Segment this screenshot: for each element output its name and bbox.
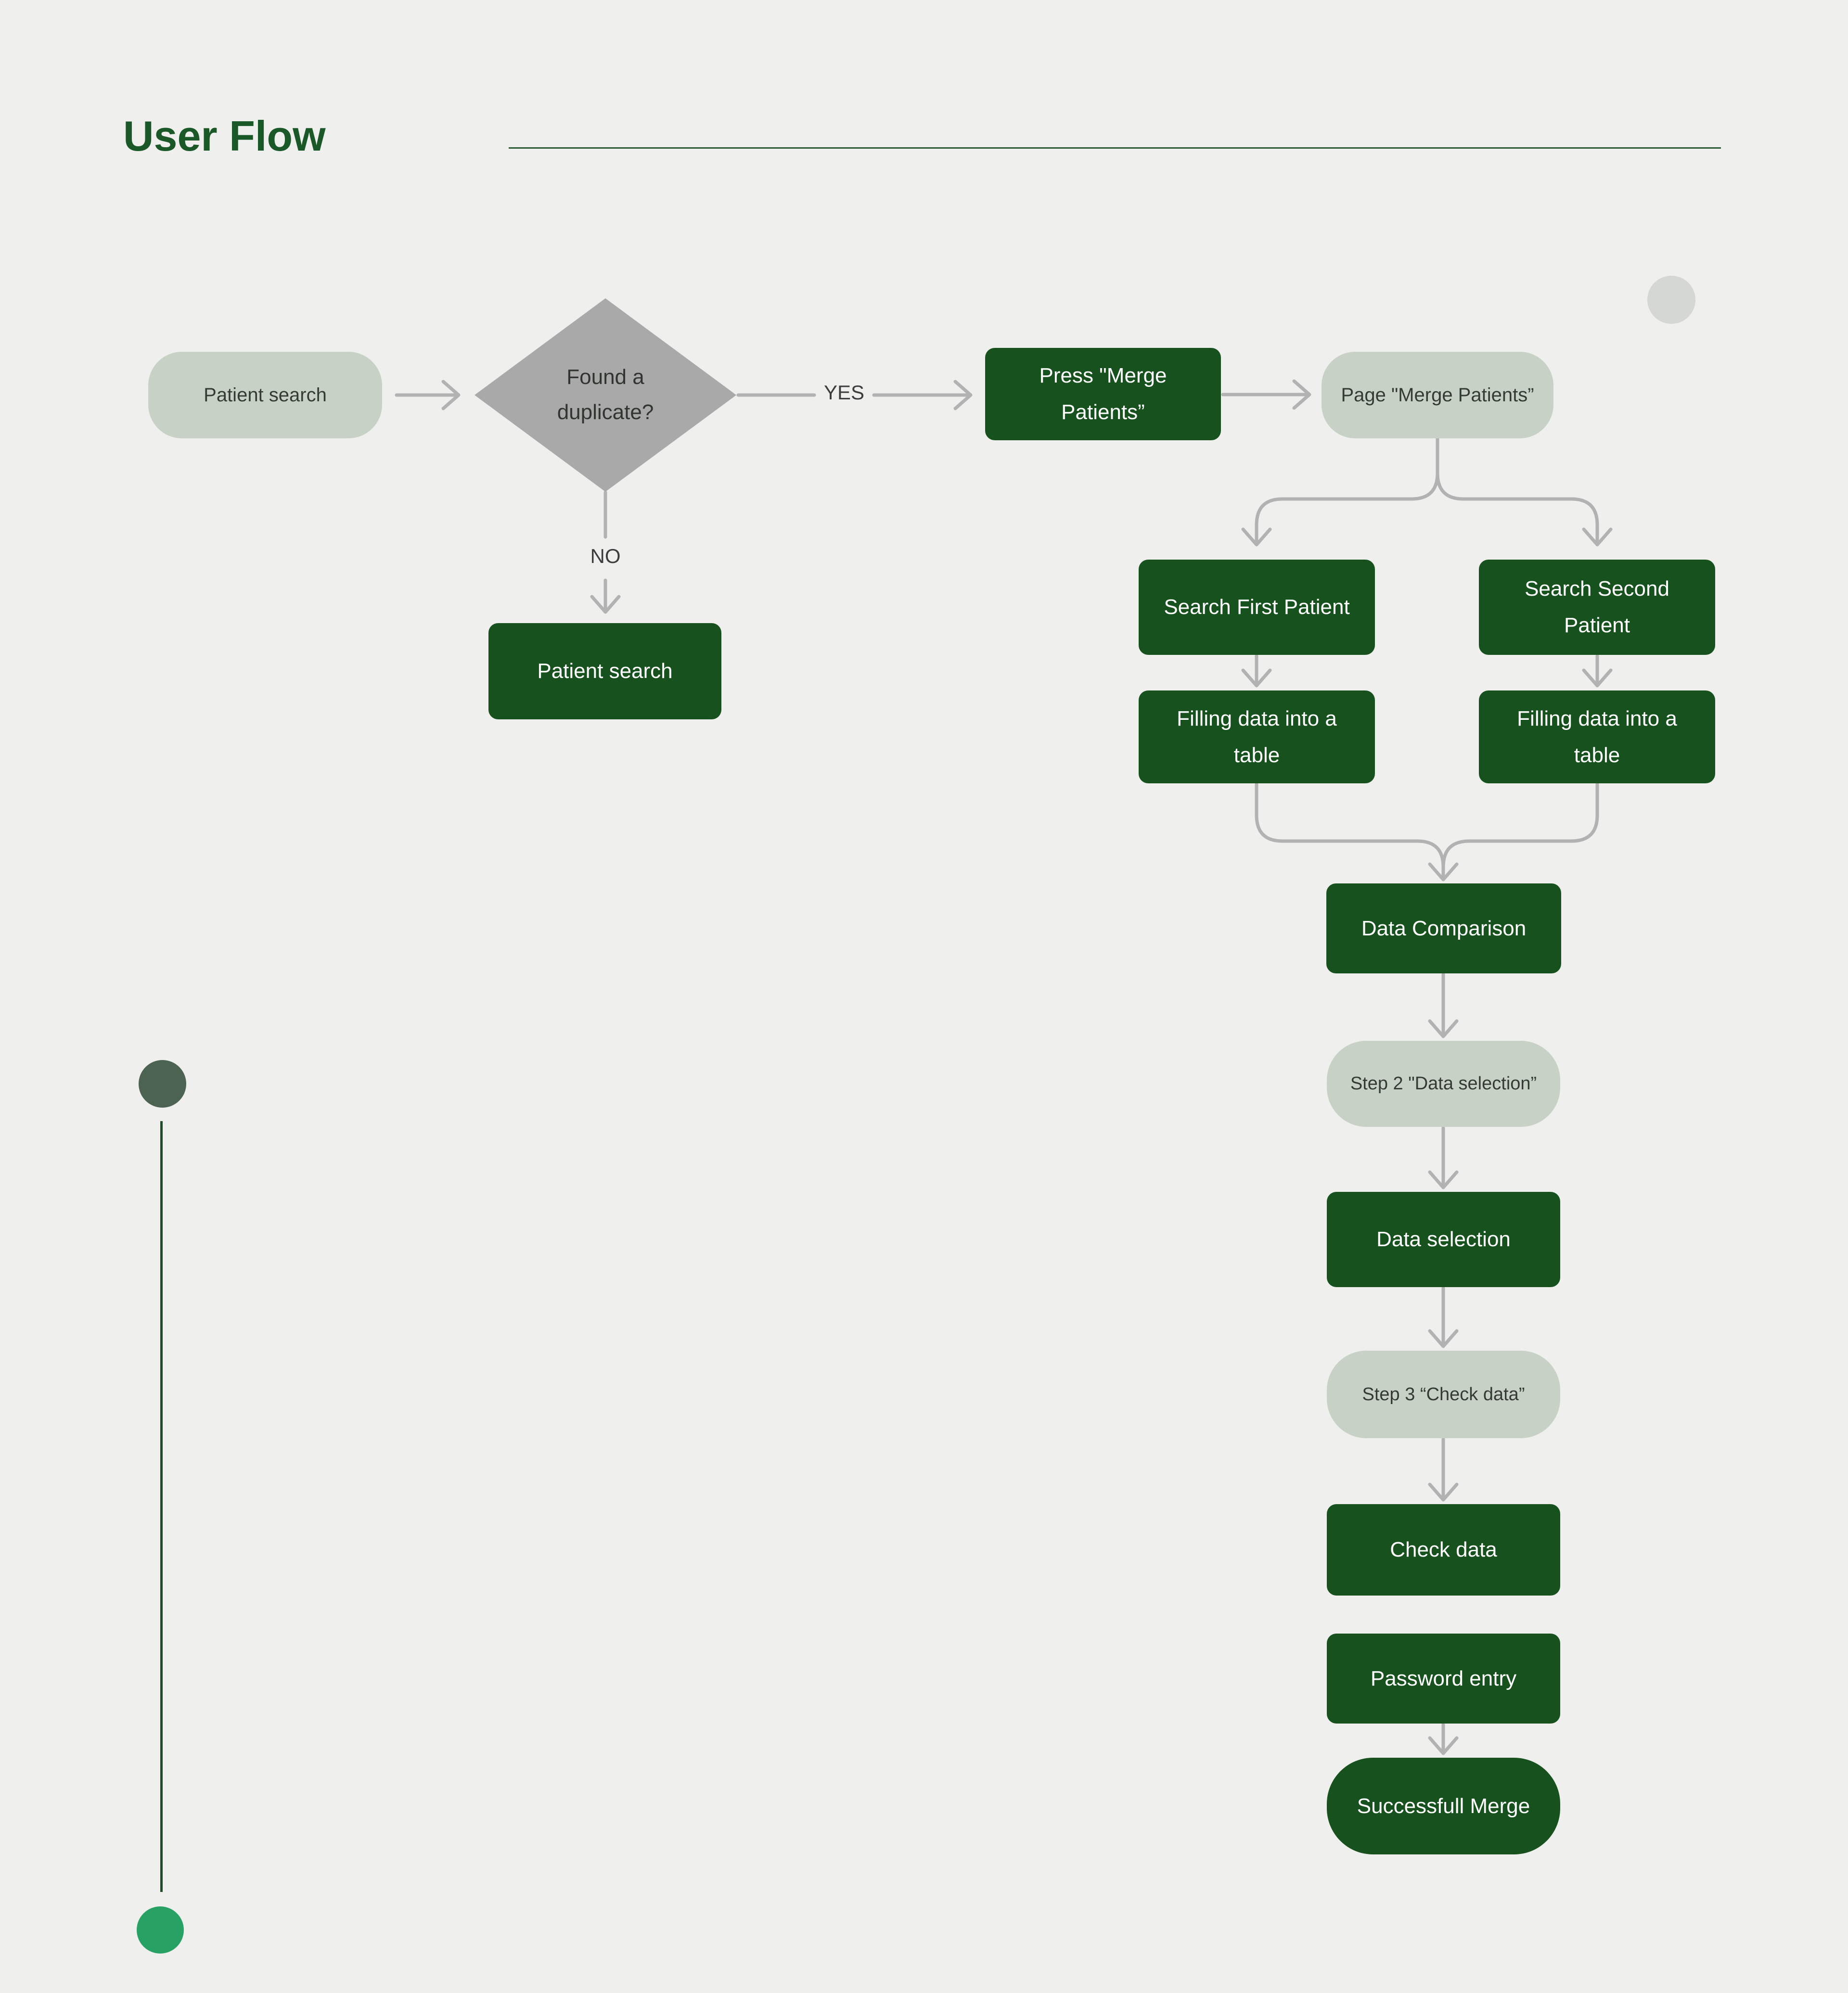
node-label: Successfull Merge (1357, 1794, 1530, 1818)
node-step3-check-data[interactable]: Step 3 “Check data” (1327, 1351, 1560, 1438)
connector-page-split-right (1436, 437, 1599, 544)
arrowhead-search2-to-fill2 (1582, 668, 1613, 688)
arrowhead-comparison-to-step2 (1428, 1019, 1459, 1038)
node-label: Page "Merge Patients” (1341, 384, 1534, 406)
node-label: Search First Patient (1164, 595, 1350, 619)
arrowhead-password-to-success (1428, 1736, 1459, 1755)
node-search-second-patient[interactable]: Search Second Patient (1479, 560, 1715, 655)
node-label: Step 3 “Check data” (1362, 1384, 1525, 1405)
node-label: Data Comparison (1361, 916, 1527, 940)
arrowhead-split-right (1582, 527, 1613, 547)
node-label: Step 2 "Data selection” (1350, 1073, 1537, 1094)
node-label: Filling data into a table (1177, 706, 1337, 767)
timeline-end-circle[interactable] (137, 1906, 184, 1954)
node-label: Patient search (537, 659, 673, 683)
node-label: Filling data into a table (1517, 706, 1677, 767)
node-press-merge-patients[interactable]: Press "Merge Patients” (985, 348, 1221, 440)
title-divider-line (509, 147, 1721, 149)
node-password-entry[interactable]: Password entry (1327, 1634, 1560, 1724)
node-label: Search Second Patient (1525, 577, 1669, 637)
node-patient-search-start[interactable]: Patient search (148, 352, 382, 438)
gray-circle-decoration[interactable] (1647, 276, 1695, 324)
arrowhead-split-left (1241, 527, 1272, 547)
connector-merge-right (1441, 782, 1599, 878)
arrowhead-no-to-patient-search (590, 595, 621, 614)
node-filling-data-second[interactable]: Filling data into a table (1479, 690, 1715, 783)
timeline-start-circle[interactable] (139, 1060, 186, 1108)
arrowhead-dataselection-to-step3 (1428, 1329, 1459, 1348)
node-found-duplicate-decision[interactable]: Found a duplicate? (475, 298, 736, 492)
connector-merge-left (1255, 782, 1445, 878)
node-step2-data-selection[interactable]: Step 2 "Data selection” (1327, 1041, 1560, 1127)
edge-label-yes: YES (823, 381, 865, 404)
node-data-selection[interactable]: Data selection (1327, 1192, 1560, 1287)
node-label: Found a duplicate? (557, 365, 654, 424)
node-label: Check data (1390, 1538, 1497, 1562)
node-label: Data selection (1376, 1227, 1511, 1252)
node-label: Password entry (1370, 1666, 1517, 1690)
page-title: User Flow (123, 112, 326, 160)
node-label: Patient search (204, 384, 327, 406)
node-data-comparison[interactable]: Data Comparison (1326, 883, 1561, 973)
node-page-merge-patients[interactable]: Page "Merge Patients” (1322, 352, 1553, 438)
connector-page-split-left (1255, 437, 1439, 544)
arrowhead-merge-to-comparison (1428, 862, 1459, 882)
arrowhead-search1-to-fill1 (1241, 668, 1272, 688)
arrowhead-yes-to-press (953, 380, 973, 410)
node-label: Press "Merge Patients” (1039, 364, 1167, 424)
node-filling-data-first[interactable]: Filling data into a table (1139, 690, 1375, 783)
node-search-first-patient[interactable]: Search First Patient (1139, 560, 1375, 655)
arrowhead-press-to-page (1292, 379, 1311, 410)
timeline-vertical-line (160, 1121, 163, 1892)
edge-label-no: NO (590, 545, 621, 567)
arrowhead-step3-to-checkdata (1428, 1482, 1459, 1502)
arrowhead-start-to-decision (441, 380, 461, 410)
node-successfull-merge[interactable]: Successfull Merge (1327, 1758, 1560, 1854)
node-patient-search-again[interactable]: Patient search (488, 623, 721, 719)
arrowhead-step2-to-dataselection (1428, 1170, 1459, 1189)
node-check-data[interactable]: Check data (1327, 1504, 1560, 1596)
